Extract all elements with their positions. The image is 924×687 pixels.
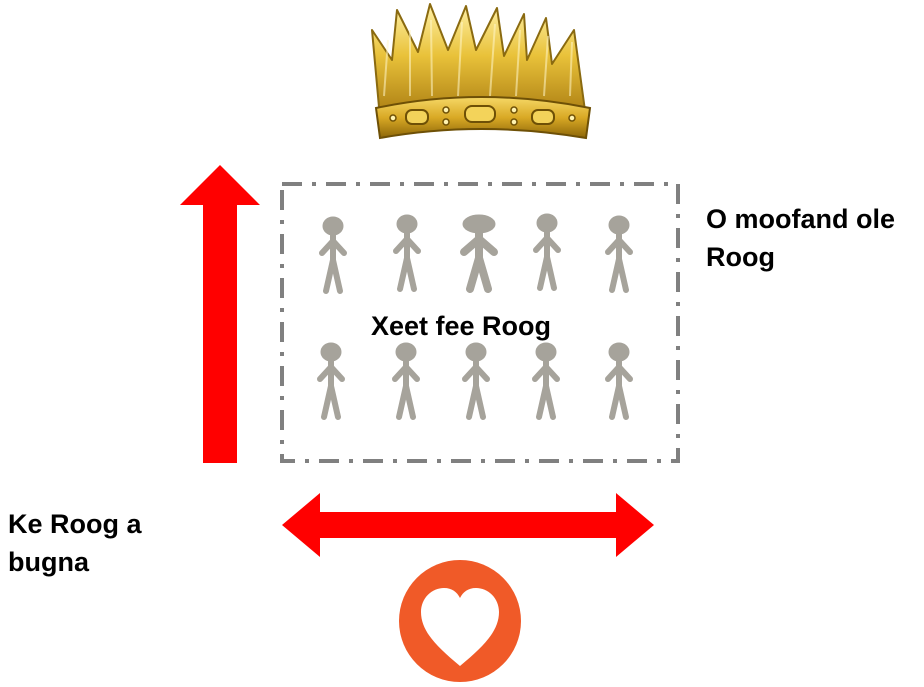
horizontal-double-arrow <box>282 493 654 557</box>
right-label: O moofand ole Roog <box>706 204 895 272</box>
group-frame <box>280 182 680 463</box>
person-icon <box>532 342 560 420</box>
person-icon <box>460 214 498 293</box>
vertical-arrow <box>180 165 260 463</box>
group-label: Xeet fee Roog <box>371 311 552 341</box>
person-icon <box>533 213 561 291</box>
left-label: Ke Roog a bugna <box>8 509 142 577</box>
person-icon <box>605 215 633 293</box>
person-icon <box>393 214 421 292</box>
person-icon <box>392 342 420 420</box>
person-icon <box>605 342 633 420</box>
person-icon <box>319 216 347 294</box>
person-icon <box>462 342 490 420</box>
crown-icon <box>371 3 592 140</box>
heart-icon <box>399 560 521 682</box>
person-icon <box>317 342 345 420</box>
